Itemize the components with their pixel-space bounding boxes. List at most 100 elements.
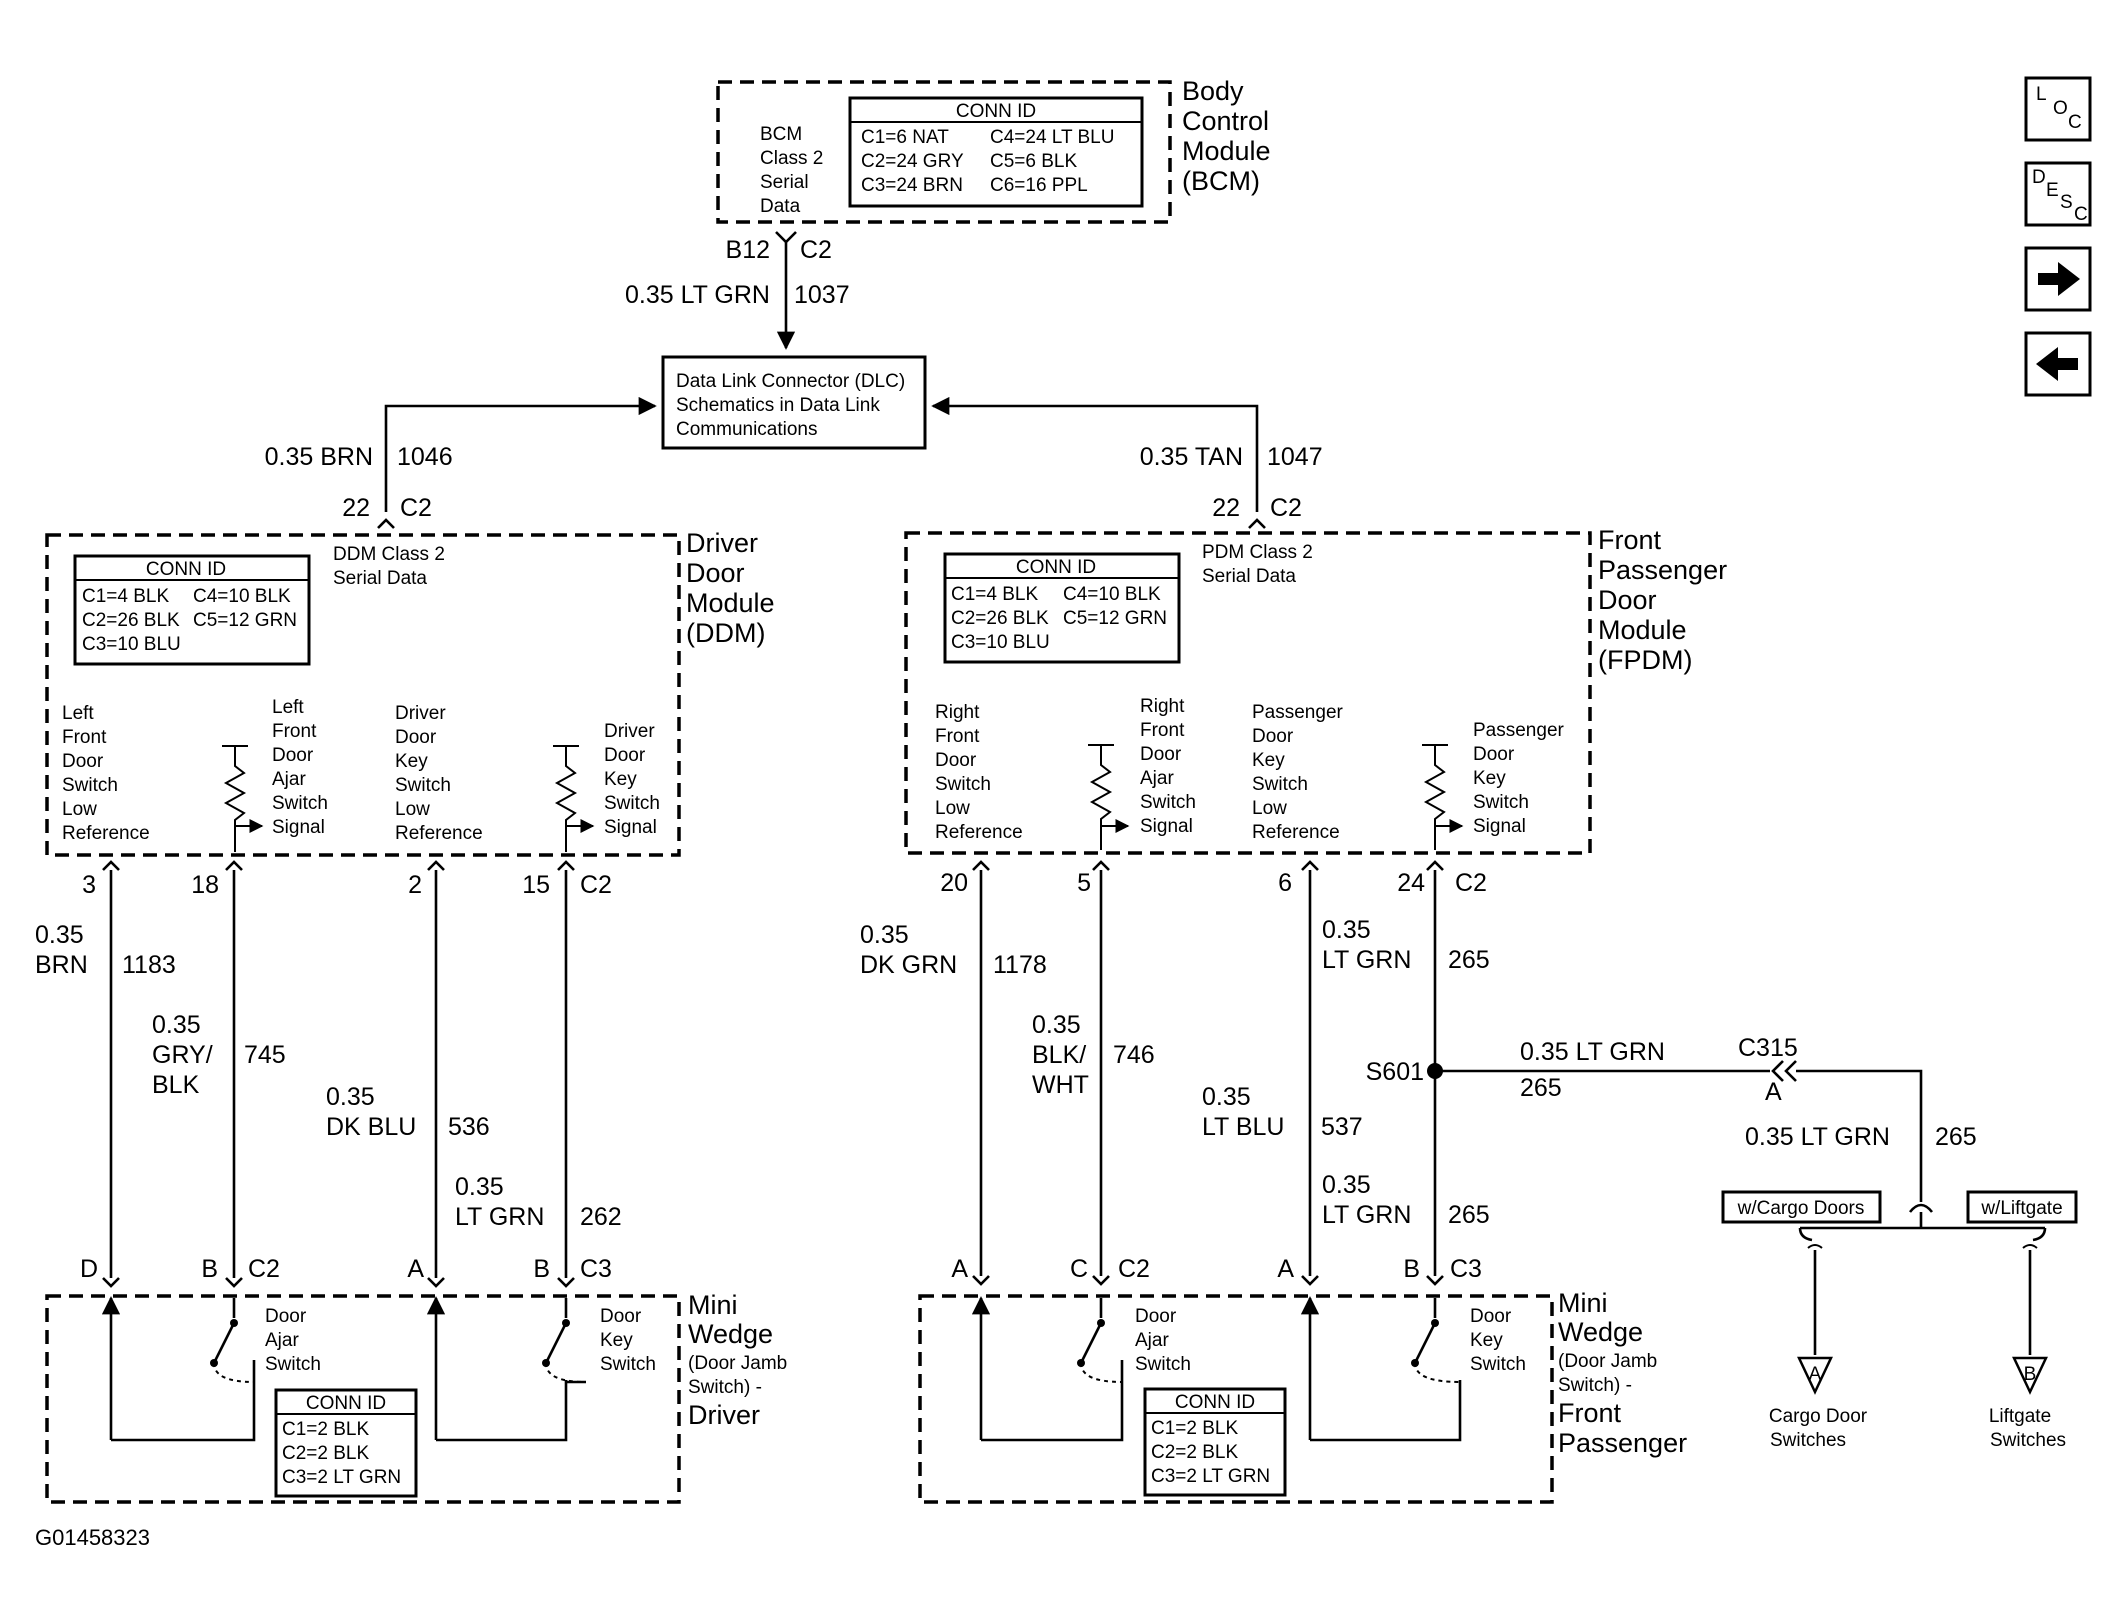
svg-text:Front: Front xyxy=(62,727,107,748)
svg-text:DK BLU: DK BLU xyxy=(326,1113,416,1141)
lift-dest: Liftgate xyxy=(1989,1406,2051,1427)
svg-text:0.35: 0.35 xyxy=(152,1011,201,1039)
splice-s601: S601 0.35 LT GRN 265 C315 A 0.35 LT GRN … xyxy=(1366,1034,1977,1202)
conn-entry: C3=10 BLU xyxy=(82,634,181,655)
svg-text:Door: Door xyxy=(935,750,977,771)
conn-entry: C2=26 BLK xyxy=(82,610,180,631)
pin-label: A xyxy=(1277,1255,1294,1283)
svg-text:Door: Door xyxy=(395,727,437,748)
cargo-dest: Switches xyxy=(1770,1430,1846,1451)
svg-text:WHT: WHT xyxy=(1032,1071,1089,1099)
option-liftgate: w/Liftgate xyxy=(1980,1198,2062,1219)
conn-entry: C4=24 LT BLU xyxy=(990,127,1114,148)
bcm-title: (BCM) xyxy=(1182,166,1260,196)
figure-id: G01458323 xyxy=(35,1525,150,1550)
svg-text:Front: Front xyxy=(935,726,980,747)
c315-label: C315 xyxy=(1738,1034,1798,1062)
resistor-icon xyxy=(1088,744,1130,850)
switch-icon xyxy=(542,1319,587,1384)
svg-text:Switch: Switch xyxy=(1252,774,1308,795)
svg-text:Door: Door xyxy=(1473,744,1515,765)
bcm-title: Module xyxy=(1182,136,1271,166)
conn-entry: C5=12 GRN xyxy=(1063,608,1167,629)
svg-text:B: B xyxy=(2024,1364,2037,1385)
svg-text:0.35: 0.35 xyxy=(455,1173,504,1201)
wire-1047-label: 0.35 TAN xyxy=(1140,443,1243,471)
conn-entry: C1=2 BLK xyxy=(1151,1418,1238,1439)
svg-text:Driver: Driver xyxy=(604,721,655,742)
mini-sub: Switch) - xyxy=(1558,1375,1632,1396)
switch-icon xyxy=(210,1319,255,1383)
conn-entry: C2=24 GRY xyxy=(861,151,964,172)
conn-entry: C2=2 BLK xyxy=(282,1443,369,1464)
wire-1047 xyxy=(931,396,1259,512)
bcm-title: Body xyxy=(1182,76,1244,106)
ddm-lf-low-label: Left Front Door Switch Low Reference xyxy=(62,703,150,844)
svg-text:LT GRN: LT GRN xyxy=(1322,1201,1411,1229)
svg-text:BLK: BLK xyxy=(152,1071,200,1099)
svg-text:Door: Door xyxy=(1470,1306,1512,1327)
arrow-left-icon xyxy=(2036,347,2078,381)
svg-text:Key: Key xyxy=(1473,768,1506,789)
svg-text:Right: Right xyxy=(935,702,980,723)
svg-text:O: O xyxy=(2053,98,2068,119)
svg-text:Passenger: Passenger xyxy=(1473,720,1565,741)
switch-icon xyxy=(1077,1319,1123,1383)
svg-text:Signal: Signal xyxy=(604,817,657,838)
ddm-title: (DDM) xyxy=(686,618,765,648)
wire-1046-circuit: 1046 xyxy=(397,443,453,471)
pin-connector: C3 xyxy=(580,1255,612,1283)
fpdm-rf-low-label: Right Front Door Switch Low Reference xyxy=(935,702,1023,843)
left-wires: 0.35 BRN 1183 0.35 GRY/ BLK 745 0.35 DK … xyxy=(35,860,622,1288)
conn-entry: C3=2 LT GRN xyxy=(1151,1466,1270,1487)
wire-1046-connector: C2 xyxy=(400,494,432,522)
svg-text:537: 537 xyxy=(1321,1113,1363,1141)
conn-entry: C2=2 BLK xyxy=(1151,1442,1238,1463)
pin-label: B xyxy=(201,1255,218,1283)
pin-label: C xyxy=(1070,1255,1088,1283)
mini-wedge-driver: D B C2 A B C3 Door Ajar Switch Door Key … xyxy=(45,1255,787,1504)
desc-button[interactable]: D E S C xyxy=(2024,161,2092,227)
svg-text:0.35: 0.35 xyxy=(35,921,84,949)
option-liftgate-box xyxy=(1966,1190,2078,1224)
svg-text:Key: Key xyxy=(604,769,637,790)
svg-text:Key: Key xyxy=(1470,1330,1503,1351)
ddm-class2: DDM Class 2 xyxy=(333,544,445,565)
svg-text:Door: Door xyxy=(1135,1306,1177,1327)
svg-text:Ajar: Ajar xyxy=(1135,1330,1169,1351)
conn-entry: C5=12 GRN xyxy=(193,610,297,631)
svg-text:0.35: 0.35 xyxy=(326,1083,375,1111)
pin-connector: C2 xyxy=(1455,869,1487,897)
conn-id-title: CONN ID xyxy=(306,1393,386,1414)
svg-text:Door: Door xyxy=(265,1306,307,1327)
ddm-module: DDM Class 2 Serial Data CONN ID C1=4 BLK… xyxy=(45,528,775,857)
fpdm-rf-ajar-label: Right Front Door Ajar Switch Signal xyxy=(1140,696,1196,837)
loc-button[interactable]: L O C xyxy=(2024,76,2092,142)
conn-id-title: CONN ID xyxy=(146,559,226,580)
svg-text:Low: Low xyxy=(395,799,430,820)
svg-text:Reference: Reference xyxy=(395,823,483,844)
svg-text:745: 745 xyxy=(244,1041,286,1069)
back-button[interactable] xyxy=(2024,331,2092,397)
svg-text:Switch: Switch xyxy=(272,793,328,814)
conn-entry: C1=4 BLK xyxy=(82,586,169,607)
svg-text:Door: Door xyxy=(604,745,646,766)
mini-title: Wedge xyxy=(688,1319,773,1349)
conn-id-title: CONN ID xyxy=(956,101,1036,122)
svg-text:LT GRN: LT GRN xyxy=(1322,946,1411,974)
mini-title2: Driver xyxy=(688,1400,760,1430)
ddm-class2: Serial Data xyxy=(333,568,427,589)
svg-text:Right: Right xyxy=(1140,696,1185,717)
down-circuit: 265 xyxy=(1935,1123,1977,1151)
fpdm-title: Door xyxy=(1598,585,1657,615)
svg-text:Ajar: Ajar xyxy=(1140,768,1174,789)
dlc-text: Schematics in Data Link xyxy=(676,395,880,416)
svg-text:Ajar: Ajar xyxy=(265,1330,299,1351)
svg-text:D: D xyxy=(2032,167,2046,188)
pin-label: A xyxy=(951,1255,968,1283)
svg-text:0.35: 0.35 xyxy=(1032,1011,1081,1039)
svg-text:Door: Door xyxy=(1252,726,1294,747)
svg-text:Left: Left xyxy=(62,703,94,724)
forward-button[interactable] xyxy=(2024,246,2092,312)
